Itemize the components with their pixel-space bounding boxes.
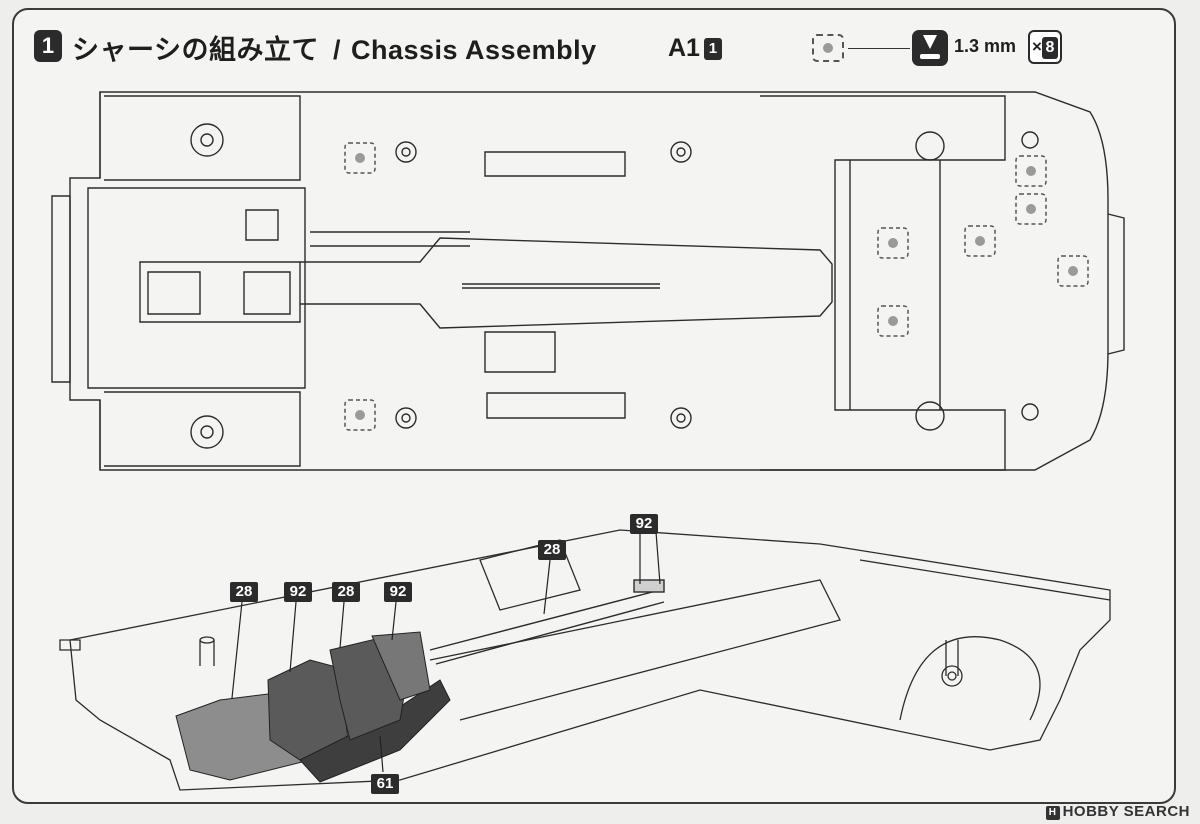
part-label-61: 61 (371, 774, 399, 794)
step-number-badge: 1 (34, 30, 62, 62)
dashed-hole-icon (812, 34, 844, 62)
drill-icon (912, 30, 948, 66)
chassis-perspective-view (59, 529, 1111, 791)
driveshaft (429, 579, 665, 665)
quantity-number: 8 (1041, 37, 1058, 59)
step-title: シャーシの組み立て / Chassis Assembly (72, 28, 597, 67)
step-title-jp: シャーシの組み立て (72, 35, 319, 65)
title-separator: / (332, 35, 341, 65)
part-leader-lines (231, 531, 661, 773)
watermark-text: HOBBY SEARCH (1062, 803, 1190, 820)
part-label-28-mid: 28 (332, 582, 360, 602)
hole-quantity: ×8 (1028, 30, 1062, 64)
step-title-en: Chassis Assembly (350, 35, 597, 65)
transmission-assembly (175, 631, 451, 783)
times-sign: × (1032, 37, 1042, 56)
dashed-drill-holes (344, 142, 1089, 431)
instruction-panel (12, 8, 1176, 804)
mounting-holes (190, 123, 1039, 449)
part-label-92-right: 92 (384, 582, 412, 602)
sheet-reference-label: A1 (668, 34, 700, 62)
drill-hole-spec: 1.3 mm ×8 (812, 28, 1062, 68)
spec-leader-line (848, 48, 910, 49)
watermark-logo: H (1045, 806, 1060, 820)
sheet-reference-badge: 1 (703, 38, 722, 60)
part-label-92-upper: 92 (630, 514, 658, 534)
drill-size: 1.3 mm (954, 36, 1017, 56)
part-label-28-left: 28 (230, 582, 258, 602)
chassis-top-view (51, 91, 1125, 471)
part-label-28-upper: 28 (538, 540, 566, 560)
part-label-92-mid: 92 (284, 582, 312, 602)
